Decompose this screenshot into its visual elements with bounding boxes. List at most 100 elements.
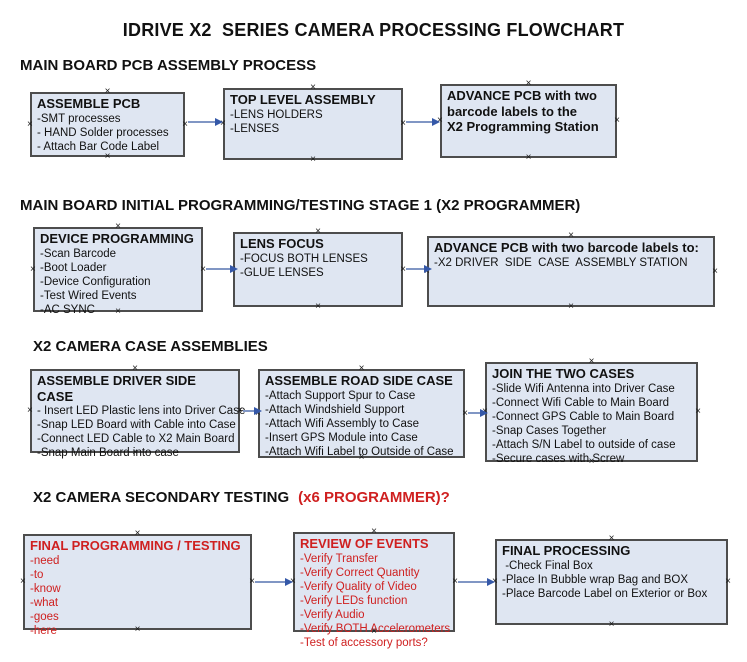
connection-handle-icon: × bbox=[310, 154, 316, 165]
flow-box-advance-pcb-case-assembly: ×××× ADVANCE PCB with two barcode labels… bbox=[424, 231, 718, 312]
box-item: -Verify Correct Quantity bbox=[300, 566, 420, 579]
box-item: -FOCUS BOTH LENSES bbox=[240, 252, 368, 265]
box-item: -Attach Wifi Assembly to Case bbox=[265, 417, 420, 430]
box-item: -Snap LED Board with Cable into Case bbox=[37, 419, 236, 432]
box-items: -Attach Support Spur to Case-Attach Wind… bbox=[265, 389, 458, 459]
box-title: ADVANCE PCB with two barcode labels to: bbox=[434, 240, 699, 255]
box-item: -need bbox=[30, 554, 60, 567]
box-items: -FOCUS BOTH LENSES-GLUE LENSES bbox=[240, 252, 396, 280]
arrow-head-icon bbox=[432, 118, 440, 126]
section-heading-initial-programming: MAIN BOARD INITIAL PROGRAMMING/TESTING S… bbox=[20, 197, 580, 214]
flow-box-assemble-driver-side-case: ×××× ASSEMBLE DRIVER SIDE CASE - Insert … bbox=[27, 364, 245, 460]
section-heading-pcb-assembly: MAIN BOARD PCB ASSEMBLY PROCESS bbox=[20, 57, 316, 74]
section-heading-text: MAIN BOARD INITIAL PROGRAMMING/TESTING S… bbox=[20, 197, 581, 214]
box-item: -SMT processes bbox=[37, 112, 121, 125]
connector-arrow bbox=[458, 578, 495, 586]
box-title: TOP LEVEL ASSEMBLY bbox=[230, 92, 376, 107]
box-item: -Secure cases with Screw bbox=[492, 452, 625, 465]
arrow-head-icon bbox=[480, 409, 488, 417]
arrow-head-icon bbox=[215, 118, 223, 126]
box-item: -LENSES bbox=[230, 122, 280, 135]
box-items: -X2 DRIVER SIDE CASE ASSEMBLY STATION bbox=[434, 256, 708, 270]
connector-arrow bbox=[255, 578, 293, 586]
box-item: -know bbox=[30, 582, 61, 595]
connection-handle-icon: × bbox=[27, 118, 33, 130]
connector-arrow bbox=[243, 407, 262, 415]
box-item: -Verify BOTH Accelerometers bbox=[300, 622, 451, 635]
arrow-head-icon bbox=[285, 578, 293, 586]
box-items: -LENS HOLDERS-LENSES bbox=[230, 108, 396, 136]
box-item: -Scan Barcode bbox=[40, 247, 117, 260]
box-item: -AC SYNC bbox=[40, 303, 95, 316]
box-title: LENS FOCUS bbox=[240, 236, 324, 251]
section-heading-red-suffix: (x6 PROGRAMMER)? bbox=[298, 489, 450, 506]
box-item: -Connect LED Cable to X2 Main Board bbox=[37, 433, 235, 446]
flow-box-top-level-assembly: ×××× TOP LEVEL ASSEMBLY -LENS HOLDERS-LE… bbox=[220, 83, 406, 165]
section-heading-text: X2 CAMERA CASE ASSEMBLIES bbox=[33, 338, 268, 355]
flow-box-join-the-two-cases: ×××× JOIN THE TWO CASES -Slide Wifi Ante… bbox=[482, 357, 701, 467]
box-item: -X2 DRIVER SIDE CASE ASSEMBLY STATION bbox=[434, 256, 688, 269]
box-item: -Attach Wifi Label to Outside of Case bbox=[265, 445, 454, 458]
connection-handle-icon: × bbox=[20, 576, 26, 587]
connection-handle-icon: × bbox=[725, 576, 731, 587]
box-item: -Device Configuration bbox=[40, 275, 151, 288]
flow-box-advance-pcb-programming-station: ×××× ADVANCE PCB with two barcode labels… bbox=[437, 79, 620, 163]
connector-arrow bbox=[468, 409, 488, 417]
box-item: -Place In Bubble wrap Bag and BOX bbox=[502, 573, 689, 586]
box-item: -what bbox=[30, 596, 59, 609]
box-items: - Insert LED Plastic lens into Driver Ca… bbox=[37, 404, 246, 460]
box-item: -Snap Cases Together bbox=[492, 424, 607, 437]
arrow-head-icon bbox=[230, 265, 238, 273]
box-title: ASSEMBLE ROAD SIDE CASE bbox=[265, 373, 453, 388]
box-title: ADVANCE PCB with two barcode labels to t… bbox=[447, 88, 599, 135]
box-item: -Attach S/N Label to outside of case bbox=[492, 438, 676, 451]
box-item: -to bbox=[30, 568, 44, 581]
box-items: -Slide Wifi Antenna into Driver Case-Con… bbox=[492, 382, 691, 466]
arrow-head-icon bbox=[424, 265, 432, 273]
flow-box-assemble-road-side-case: ×××× ASSEMBLE ROAD SIDE CASE -Attach Sup… bbox=[255, 364, 468, 463]
box-item: - HAND Solder processes bbox=[37, 126, 169, 139]
connector-arrow bbox=[406, 118, 440, 126]
box-item: -Verify Transfer bbox=[300, 552, 378, 565]
box-title: ASSEMBLE PCB bbox=[37, 96, 141, 111]
connector-arrow bbox=[206, 265, 238, 273]
connection-handle-icon: × bbox=[614, 115, 620, 126]
box-item: - Insert LED Plastic lens into Driver Ca… bbox=[37, 405, 246, 418]
box-item: -Verify Quality of Video bbox=[300, 580, 417, 593]
flow-box-assemble-pcb: ×××× ASSEMBLE PCB -SMT processes- HAND S… bbox=[27, 87, 188, 162]
box-item: -Boot Loader bbox=[40, 261, 107, 274]
box-item: -goes bbox=[30, 610, 59, 623]
section-heading-text: MAIN BOARD PCB ASSEMBLY PROCESS bbox=[20, 57, 317, 74]
box-item: -Test of accessory ports? bbox=[300, 636, 428, 649]
box-item: -Verify Audio bbox=[300, 608, 365, 621]
flow-box-final-programming-testing: ×××× FINAL PROGRAMMING / TESTING -need-t… bbox=[20, 529, 255, 637]
arrow-head-icon bbox=[254, 407, 262, 415]
connection-handle-icon: × bbox=[695, 406, 701, 417]
box-item: -GLUE LENSES bbox=[240, 266, 324, 279]
flow-box-final-processing: ×××× FINAL PROCESSING -Check Final Box-P… bbox=[492, 534, 731, 630]
arrow-head-icon bbox=[487, 578, 495, 586]
connection-handle-icon: × bbox=[30, 263, 36, 275]
connection-handle-icon: × bbox=[315, 301, 321, 312]
connection-handle-icon: × bbox=[712, 265, 718, 277]
connection-handle-icon: × bbox=[27, 405, 33, 416]
box-title: ASSEMBLE DRIVER SIDE CASE bbox=[37, 373, 196, 404]
box-title: REVIEW OF EVENTS bbox=[300, 536, 429, 551]
connection-handle-icon: × bbox=[608, 619, 615, 630]
box-item: -Attach Support Spur to Case bbox=[265, 389, 416, 402]
box-item: - Attach Bar Code Label bbox=[37, 140, 160, 153]
box-title: FINAL PROGRAMMING / TESTING bbox=[30, 538, 241, 553]
box-items: -SMT processes- HAND Solder processes- A… bbox=[37, 112, 178, 154]
box-item: -Place Barcode Label on Exterior or Box bbox=[502, 587, 708, 600]
box-title: DEVICE PROGRAMMING bbox=[40, 231, 194, 246]
connection-handle-icon: × bbox=[525, 152, 532, 163]
box-item: -Check Final Box bbox=[502, 559, 593, 572]
section-heading-secondary-testing: X2 CAMERA SECONDARY TESTING(x6 PROGRAMME… bbox=[33, 489, 450, 506]
flow-box-lens-focus: ×××× LENS FOCUS -FOCUS BOTH LENSES-GLUE … bbox=[230, 227, 406, 312]
page-title: IDRIVE X2 SERIES CAMERA PROCESSING FLOWC… bbox=[122, 20, 625, 40]
connection-handle-icon: × bbox=[568, 301, 574, 312]
box-items: -Check Final Box-Place In Bubble wrap Ba… bbox=[502, 559, 721, 601]
flow-box-review-of-events: ×××× REVIEW OF EVENTS -Verify Transfer-V… bbox=[290, 527, 458, 649]
box-item: -Slide Wifi Antenna into Driver Case bbox=[492, 382, 675, 395]
box-item: -Attach Windshield Support bbox=[265, 403, 405, 416]
